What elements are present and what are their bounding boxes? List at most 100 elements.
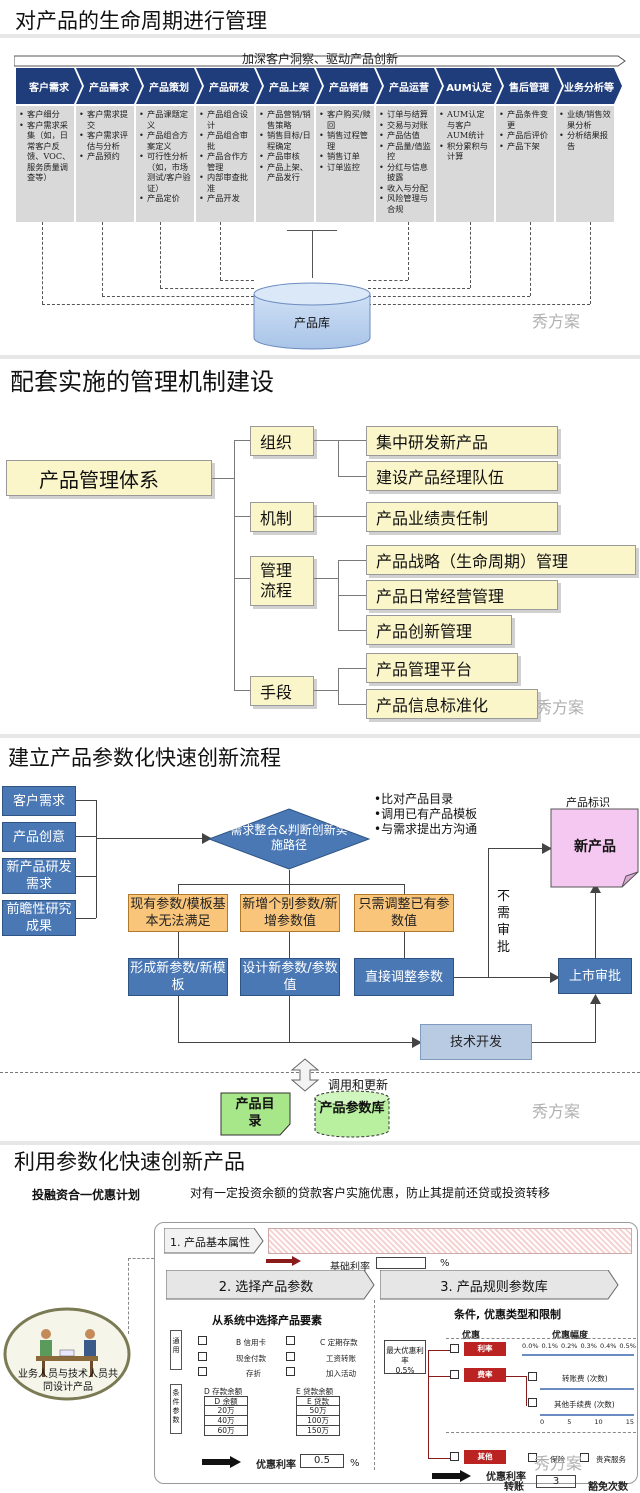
connector bbox=[234, 578, 250, 579]
slider-track[interactable] bbox=[540, 1388, 634, 1390]
stage-item: 销售订单 bbox=[319, 151, 372, 162]
plan-desc: 对有一定投资余额的贷款客户实施优惠，防止其提前还贷或投资转移 bbox=[190, 1186, 551, 1200]
divider bbox=[374, 1300, 375, 1470]
fee-a-label: 转账费 (次数) bbox=[562, 1374, 608, 1383]
connector bbox=[160, 222, 161, 288]
connector bbox=[220, 222, 221, 280]
option-label: C 定期存款 bbox=[320, 1338, 358, 1347]
connector bbox=[530, 222, 531, 296]
connector bbox=[428, 1458, 450, 1459]
stage-column: AUM认定与客户AUM统计积分累积与计算 bbox=[436, 106, 496, 222]
stage-item: 产品组合审批 bbox=[199, 130, 252, 151]
action-box: 设计新参数/参数值 bbox=[240, 958, 340, 996]
table-cell: 50万 bbox=[296, 1406, 340, 1416]
connector bbox=[289, 996, 290, 1042]
tech-dev-box: 技术开发 bbox=[420, 1024, 532, 1060]
pref-rate-label: 优惠利率 bbox=[256, 1460, 296, 1471]
side-tag-condition: 条件参数 bbox=[170, 1384, 182, 1434]
step1-label: 1. 产品基本属性 bbox=[170, 1236, 250, 1249]
connector bbox=[338, 668, 339, 704]
connector bbox=[506, 1376, 526, 1377]
stage-chevron: 产品运营 bbox=[376, 68, 442, 104]
extra-checkbox[interactable] bbox=[528, 1453, 537, 1462]
group-box-means: 手段 bbox=[250, 676, 314, 706]
stage-item: 产品营销/销售策略 bbox=[259, 109, 312, 130]
connector bbox=[454, 977, 558, 978]
option-checkbox[interactable] bbox=[286, 1352, 295, 1361]
percent-sign: % bbox=[350, 1458, 360, 1469]
connector bbox=[289, 932, 290, 958]
divider bbox=[0, 734, 640, 738]
connector bbox=[160, 288, 254, 289]
connector bbox=[220, 280, 254, 281]
connector bbox=[428, 1376, 450, 1377]
stage-column: 订单与结算交易与对账产品估值产品量/值监控分红与信息披露收入与分配风险管理与合规 bbox=[376, 106, 436, 222]
divider bbox=[0, 355, 640, 359]
table-cell: 150万 bbox=[296, 1426, 340, 1436]
stage-item: 产品课题定义 bbox=[139, 109, 192, 130]
stage-chevron: 业务分析等 bbox=[556, 68, 622, 104]
stage-column: 客户需求提交客户需求评估与分析产品预约 bbox=[76, 106, 136, 222]
stage-item: 收入与分配 bbox=[379, 183, 432, 194]
root-box: 产品管理体系 bbox=[6, 460, 212, 496]
range-header: 优惠幅度 bbox=[552, 1331, 589, 1341]
table-cell: 40万 bbox=[204, 1416, 248, 1426]
connector bbox=[76, 918, 96, 919]
connector bbox=[338, 476, 366, 477]
base-rate-input[interactable] bbox=[376, 1257, 426, 1269]
catalog-doc-icon bbox=[220, 1092, 291, 1136]
fee-checkbox[interactable] bbox=[528, 1372, 537, 1381]
slider-track[interactable] bbox=[540, 1414, 634, 1416]
slider-track[interactable] bbox=[522, 1354, 634, 1356]
option-checkbox[interactable] bbox=[198, 1352, 207, 1361]
stage-item: 业绩/销售效果分析 bbox=[559, 109, 612, 130]
connector bbox=[42, 304, 254, 305]
rate-checkbox[interactable] bbox=[450, 1452, 459, 1461]
arrow-head bbox=[590, 883, 601, 893]
item-box: 产品战略（生命周期）管理 bbox=[366, 545, 636, 575]
database-icon bbox=[253, 282, 371, 350]
stage-item: 风险管理与合规 bbox=[379, 193, 432, 214]
group-box-org: 组织 bbox=[250, 426, 314, 456]
arrow-icon bbox=[202, 1456, 241, 1468]
table-cell: 100万 bbox=[296, 1416, 340, 1426]
stage-item: 产品预约 bbox=[79, 151, 132, 162]
stage-column: 产品条件变更产品后评价产品下架 bbox=[496, 106, 556, 222]
connector bbox=[338, 440, 339, 476]
stage-item: 产品审核 bbox=[259, 151, 312, 162]
input-box: 前瞻性研究成果 bbox=[2, 900, 76, 936]
scale-tick: 15 bbox=[625, 1418, 634, 1426]
connector bbox=[96, 800, 97, 918]
connector bbox=[76, 876, 96, 877]
option-checkbox[interactable] bbox=[198, 1336, 207, 1345]
rate-checkbox[interactable] bbox=[450, 1370, 459, 1379]
rate-checkbox[interactable] bbox=[450, 1344, 459, 1353]
fee-checkbox[interactable] bbox=[528, 1398, 537, 1407]
fee-b-label: 其他手续费 (次数) bbox=[554, 1400, 615, 1409]
extra-checkbox[interactable] bbox=[580, 1453, 589, 1462]
transfer-input[interactable]: 3 bbox=[536, 1475, 576, 1488]
stage-item: 内部审查批准 bbox=[199, 172, 252, 193]
option-checkbox[interactable] bbox=[286, 1367, 295, 1376]
step1-chevron bbox=[164, 1228, 264, 1254]
stage-item: 产品量/值监控 bbox=[379, 141, 432, 162]
stage-item: 产品估值 bbox=[379, 130, 432, 141]
stage-chevron: 客户需求 bbox=[16, 68, 82, 104]
option-label: 存折 bbox=[246, 1369, 261, 1378]
stage-item: 客户购买/赎回 bbox=[319, 109, 372, 130]
new-product-label: 新产品 bbox=[574, 839, 616, 855]
connector bbox=[102, 296, 254, 297]
connector bbox=[338, 704, 366, 705]
arrow-head bbox=[550, 972, 560, 983]
option-checkbox[interactable] bbox=[286, 1336, 295, 1345]
note-line: •调用已有产品模板 bbox=[374, 807, 478, 821]
option-checkbox[interactable] bbox=[198, 1367, 207, 1376]
document-icon bbox=[550, 808, 639, 888]
stage-item: 客户需求评估与分析 bbox=[79, 130, 132, 151]
staff-illustration bbox=[3, 1307, 131, 1401]
scale-tick: 5 bbox=[567, 1418, 572, 1426]
connector bbox=[368, 296, 530, 297]
pref-rate-input[interactable]: 0.5 bbox=[300, 1454, 344, 1468]
divider bbox=[446, 1432, 636, 1433]
item-box: 集中研发新产品 bbox=[366, 426, 558, 456]
